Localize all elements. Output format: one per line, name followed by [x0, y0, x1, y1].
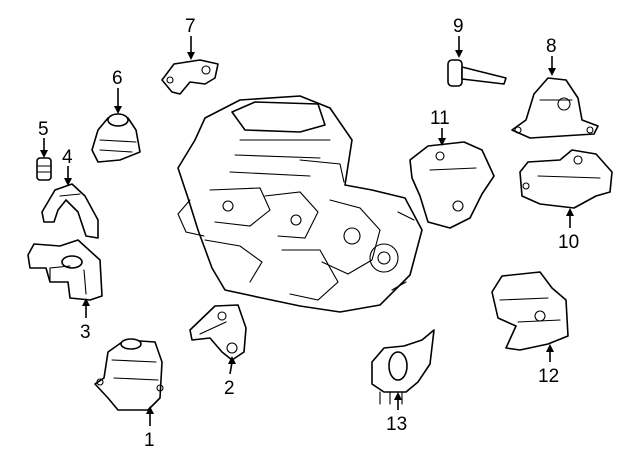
mount-part-12 — [491, 271, 569, 351]
callout-10: 10 — [558, 232, 579, 253]
callout-9: 9 — [453, 16, 464, 37]
callout-8: 8 — [546, 36, 557, 57]
mount-part-10 — [519, 149, 613, 209]
callout-3: 3 — [80, 322, 91, 343]
callout-2: 2 — [224, 378, 235, 399]
callout-6: 6 — [112, 68, 123, 89]
leader-lines — [40, 36, 574, 426]
mount-part-9-bolt — [447, 59, 507, 87]
mount-part-1 — [94, 338, 164, 411]
callout-5: 5 — [38, 119, 49, 140]
callout-1: 1 — [144, 430, 155, 451]
callout-13: 13 — [386, 414, 407, 435]
callout-11: 11 — [430, 108, 450, 129]
mount-part-6 — [91, 113, 141, 163]
mount-part-13 — [371, 329, 435, 405]
mount-part-8 — [511, 77, 599, 139]
callout-4: 4 — [62, 147, 73, 168]
mount-part-4 — [41, 183, 99, 239]
callout-12: 12 — [538, 366, 559, 387]
mount-part-3 — [27, 239, 103, 301]
mount-part-7 — [161, 59, 219, 95]
callout-7: 7 — [185, 16, 196, 37]
mount-part-11 — [409, 141, 495, 229]
engine-transmission-assembly — [177, 95, 423, 313]
callout-labels: 1 2 3 4 5 6 7 8 9 10 11 12 13 — [38, 16, 579, 451]
mount-part-2 — [189, 304, 247, 361]
mount-part-5 — [36, 157, 52, 181]
